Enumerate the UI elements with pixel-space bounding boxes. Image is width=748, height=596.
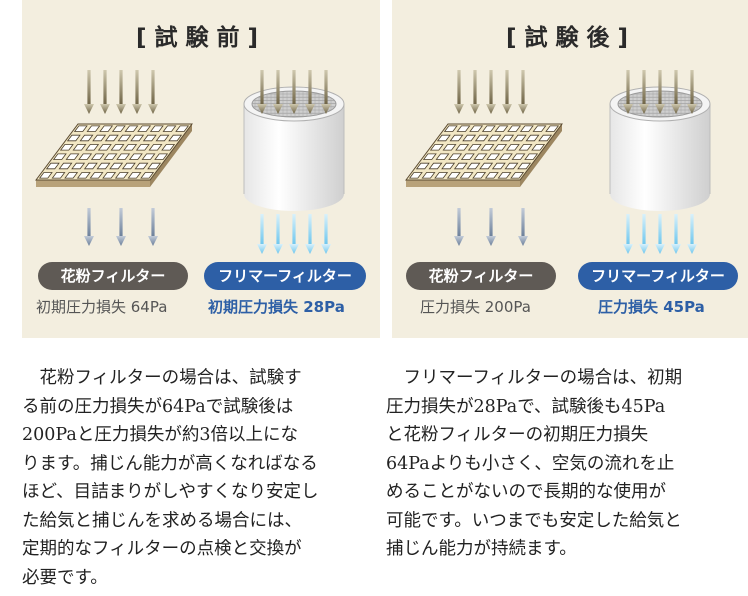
- text-line: 必要です。: [22, 567, 108, 588]
- after-test-panel: [試験後] 花粉フィルター フリマーフィルター 圧力損失 200Pa 圧力損失 …: [392, 0, 748, 338]
- down-arrow-icon: [639, 70, 649, 114]
- text-line: 可能です。いつまでも安定した給気と: [386, 510, 682, 531]
- down-arrow-icon: [639, 214, 649, 254]
- down-arrow-icon: [84, 208, 94, 246]
- down-arrow-icon: [623, 70, 633, 114]
- text-line: 捕じん能力が持続ます。: [386, 539, 577, 559]
- text-line: と花粉フィルターの初期圧力損失: [386, 425, 649, 445]
- down-arrow-icon: [100, 70, 110, 114]
- text-line: た給気と捕じんを求める場合には、: [22, 510, 302, 531]
- text-line: めることがないので長期的な使用が: [386, 482, 666, 502]
- text-line: フリマーフィルターの場合は、初期: [386, 368, 683, 388]
- flimer-filter-pressure-loss: 初期圧力損失 28Pa: [208, 298, 345, 316]
- pollen-filter-icon: [35, 123, 193, 187]
- down-arrow-icon: [486, 208, 496, 246]
- down-arrow-icon: [687, 70, 697, 114]
- pollen-filter-label: 花粉フィルター: [406, 262, 556, 290]
- pollen-filter-pressure-loss: 初期圧力損失 64Pa: [36, 298, 168, 316]
- text-line: 64Paよりも小さく、空気の流れを止: [386, 453, 675, 474]
- down-arrow-icon: [116, 208, 126, 246]
- text-line: ほど、目詰まりがしやすくなり安定し: [22, 482, 319, 502]
- down-arrow-icon: [84, 70, 94, 114]
- down-arrow-icon: [305, 214, 315, 254]
- down-arrow-icon: [671, 214, 681, 254]
- down-arrow-icon: [321, 70, 331, 114]
- down-arrow-icon: [671, 70, 681, 114]
- down-arrow-icon: [454, 70, 464, 114]
- text-line: 200Paと圧力損失が約3倍以上にな: [22, 425, 298, 445]
- pollen-filter-pressure-loss: 圧力損失 200Pa: [420, 298, 531, 316]
- down-arrow-icon: [454, 208, 464, 246]
- cylinder-filter-icon: [609, 86, 711, 211]
- down-arrow-icon: [148, 208, 158, 246]
- down-arrow-icon: [257, 70, 267, 114]
- text-line: る前の圧力損失が64Paで試験後は: [22, 396, 294, 417]
- cylinder-filter-icon: [243, 86, 345, 211]
- down-arrow-icon: [273, 70, 283, 114]
- before-test-illustration: [35, 70, 345, 254]
- down-arrow-icon: [687, 214, 697, 254]
- down-arrow-icon: [289, 214, 299, 254]
- down-arrow-icon: [148, 70, 158, 114]
- flimer-filter-label: フリマーフィルター: [578, 262, 738, 290]
- down-arrow-icon: [623, 214, 633, 254]
- down-arrow-icon: [655, 70, 665, 114]
- panel-title: [試験前]: [135, 25, 267, 51]
- down-arrow-icon: [273, 214, 283, 254]
- down-arrow-icon: [502, 70, 512, 114]
- down-arrow-icon: [518, 70, 528, 114]
- down-arrow-icon: [257, 214, 267, 254]
- text-line: 定期的なフィルターの点検と交換が: [22, 539, 302, 559]
- down-arrow-icon: [305, 70, 315, 114]
- down-arrow-icon: [655, 214, 665, 254]
- down-arrow-icon: [116, 70, 126, 114]
- pollen-filter-explanation: 花粉フィルターの場合は、試験す る前の圧力損失が64Paで試験後は 200Paと…: [22, 364, 318, 592]
- pollen-filter-label: 花粉フィルター: [38, 262, 188, 290]
- flimer-filter-pressure-loss: 圧力損失 45Pa: [598, 298, 705, 316]
- down-arrow-icon: [289, 70, 299, 114]
- down-arrow-icon: [470, 70, 480, 114]
- down-arrow-icon: [132, 70, 142, 114]
- text-line: ります。捕じん能力が高くなればなる: [22, 453, 318, 474]
- down-arrow-icon: [486, 70, 496, 114]
- down-arrow-icon: [518, 208, 528, 246]
- pollen-filter-icon: [405, 123, 563, 187]
- flimer-filter-explanation: フリマーフィルターの場合は、初期 圧力損失が28Paで、試験後も45Pa と花粉…: [386, 364, 682, 564]
- panel-title: [試験後]: [505, 25, 637, 51]
- after-test-illustration: [405, 70, 711, 254]
- before-test-panel: [試験前] 花粉フィルター フリマーフィルター 初期圧力損失 64Pa 初期圧力…: [22, 0, 380, 338]
- flimer-filter-label: フリマーフィルター: [204, 262, 366, 290]
- down-arrow-icon: [321, 214, 331, 254]
- text-line: 花粉フィルターの場合は、試験す: [22, 368, 302, 388]
- text-line: 圧力損失が28Paで、試験後も45Pa: [386, 396, 666, 417]
